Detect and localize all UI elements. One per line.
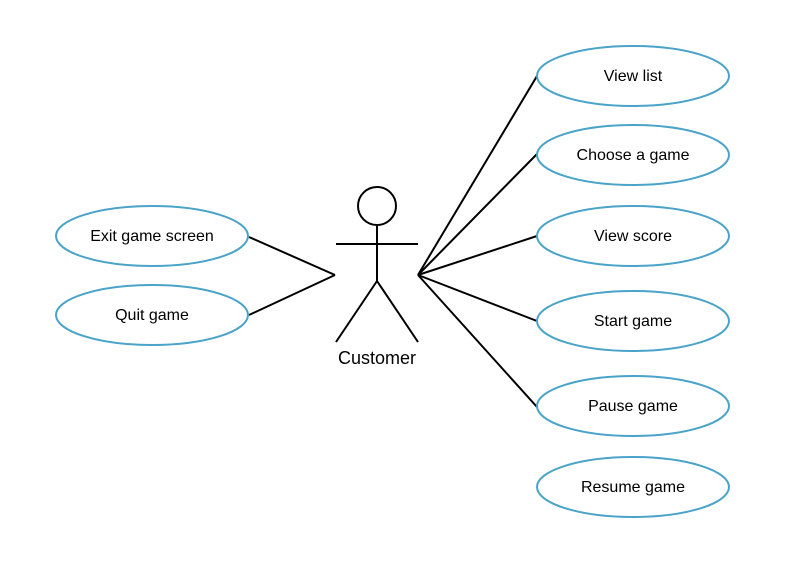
association-start-game <box>417 274 538 322</box>
use-case-exit-game-screen[interactable]: Exit game screen <box>55 205 249 267</box>
use-case-label: Resume game <box>581 479 685 496</box>
use-case-label: Quit game <box>115 307 189 324</box>
use-case-ellipse <box>55 284 249 346</box>
actor-head <box>357 186 397 226</box>
association-choose-a-game <box>417 153 538 276</box>
use-case-ellipse <box>55 205 249 267</box>
use-case-ellipse <box>536 290 730 352</box>
use-case-ellipse <box>536 124 730 186</box>
use-case-label: View score <box>594 228 672 245</box>
association-quit-game <box>248 274 336 316</box>
use-case-choose-a-game[interactable]: Choose a game <box>536 124 730 186</box>
association-pause-game <box>417 274 538 408</box>
use-case-label: Exit game screen <box>90 228 214 245</box>
use-case-label: Start game <box>594 313 672 330</box>
use-case-ellipse <box>536 205 730 267</box>
use-case-resume-game[interactable]: Resume game <box>536 456 730 518</box>
use-case-label: Choose a game <box>577 147 690 164</box>
actor-left-leg <box>335 280 378 343</box>
actor-right-leg <box>376 280 419 343</box>
actor-customer: Customer <box>335 186 419 368</box>
use-case-label: Pause game <box>588 398 678 415</box>
use-case-start-game[interactable]: Start game <box>536 290 730 352</box>
association-view-score <box>417 235 538 276</box>
use-case-view-score[interactable]: View score <box>536 205 730 267</box>
use-case-ellipse <box>536 375 730 437</box>
association-view-list <box>417 75 538 276</box>
use-case-pause-game[interactable]: Pause game <box>536 375 730 437</box>
use-case-ellipse <box>536 456 730 518</box>
use-case-label: View list <box>604 68 663 85</box>
use-case-view-list[interactable]: View list <box>536 45 730 107</box>
use-case-quit-game[interactable]: Quit game <box>55 284 249 346</box>
association-exit-game-screen <box>248 236 336 276</box>
use-case-ellipse <box>536 45 730 107</box>
actor-label: Customer <box>338 348 416 368</box>
